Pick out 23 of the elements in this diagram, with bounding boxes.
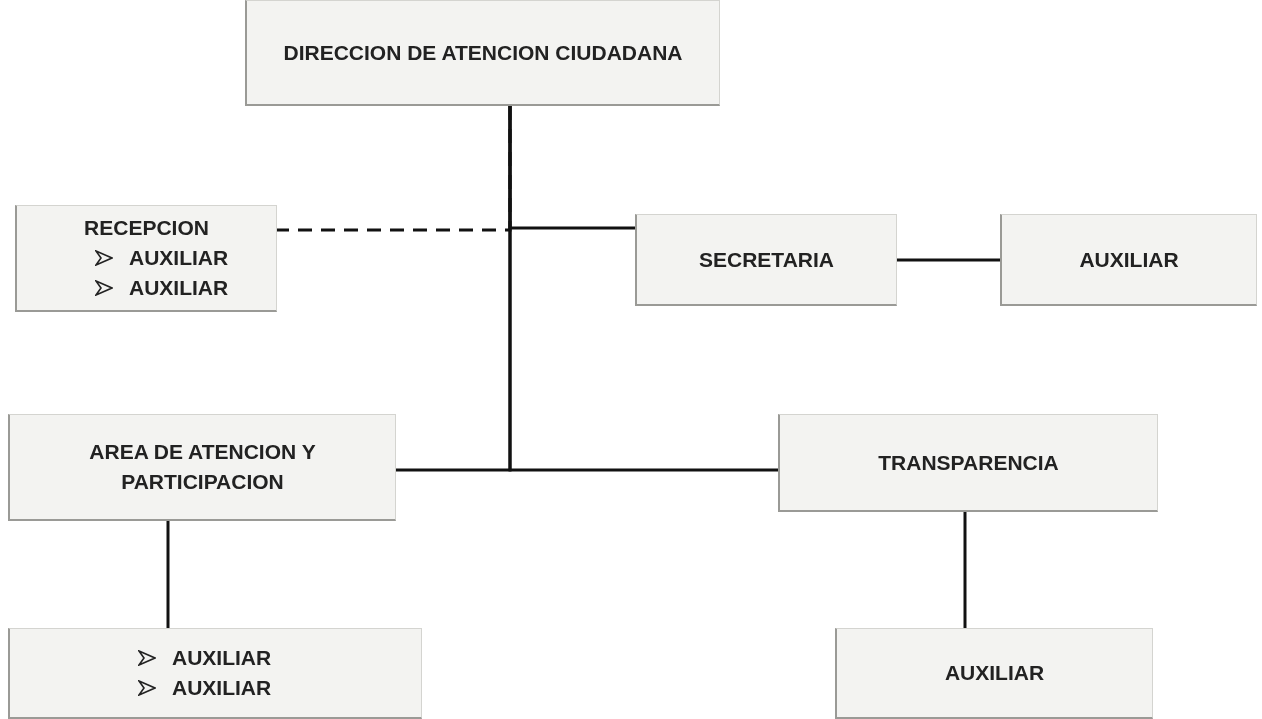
box-title: TRANSPARENCIA	[877, 449, 1060, 476]
org-box	[635, 214, 897, 306]
connector-line	[166, 521, 170, 628]
list-item-text: AUXILIAR	[129, 275, 229, 301]
list-item-text: AUXILIAR	[172, 675, 272, 701]
org-box	[15, 205, 277, 312]
org-box	[245, 0, 720, 106]
box-heading: RECEPCION	[83, 215, 210, 241]
org-box	[8, 628, 422, 719]
connector-line	[897, 258, 1000, 262]
box-title: DIRECCION DE ATENCION CIUDADANA	[282, 39, 684, 66]
org-box	[8, 414, 396, 521]
box-title: SECRETARIA	[698, 246, 835, 273]
box-title: AREA DE ATENCION Y PARTICIPACION	[88, 439, 317, 495]
list-item-text: AUXILIAR	[172, 645, 272, 671]
box-title: AUXILIAR	[1078, 246, 1180, 273]
org-box	[778, 414, 1158, 512]
connector-line	[963, 512, 967, 628]
org-box	[835, 628, 1153, 719]
box-title: AUXILIAR	[943, 660, 1046, 686]
list-item-text: AUXILIAR	[129, 245, 229, 271]
org-box	[1000, 214, 1257, 306]
connector-line	[508, 106, 778, 472]
